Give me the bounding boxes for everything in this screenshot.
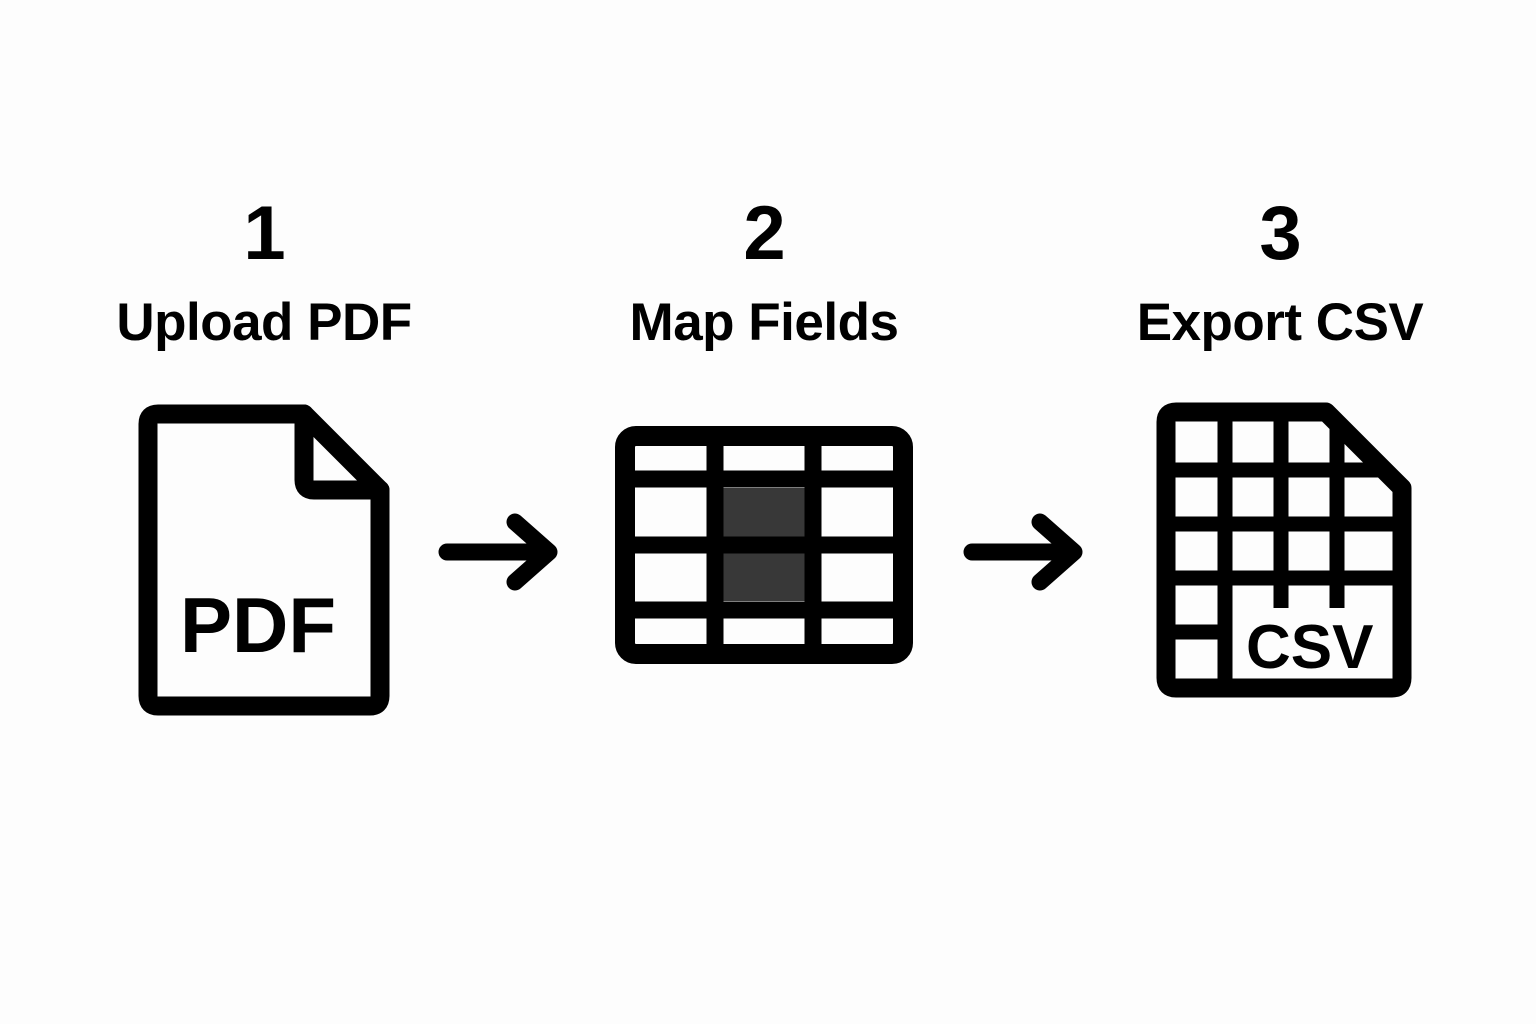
step-3-number: 3 <box>1259 191 1301 276</box>
grid-cell-highlight-r2c2 <box>722 488 806 540</box>
pdf-document-icon: PDF <box>94 400 434 730</box>
csv-grid-lines <box>1166 412 1402 688</box>
step-1-number: 1 <box>243 191 285 276</box>
step-3-export-csv: 3 Export CSV <box>1110 0 1450 760</box>
csv-icon-text: CSV <box>1246 613 1373 682</box>
arrow-2-icon <box>962 512 1092 597</box>
csv-spreadsheet-icon: CSV <box>1110 400 1450 730</box>
table-grid-icon <box>594 400 934 730</box>
pdf-corner-fold-icon <box>294 404 390 500</box>
step-2-number: 2 <box>743 191 785 276</box>
step-2-label: Map Fields <box>629 293 899 352</box>
step-3-label: Export CSV <box>1136 293 1424 352</box>
step-1-upload-pdf: 1 Upload PDF PDF <box>94 0 434 760</box>
step-1-label: Upload PDF <box>116 293 412 352</box>
csv-page-outline <box>1156 402 1412 698</box>
arrow-1-icon <box>437 512 567 597</box>
arrow-head <box>1031 513 1083 591</box>
grid-cell-highlight-r3c2 <box>722 549 806 601</box>
step-2-map-fields: 2 Map Fields <box>594 0 934 760</box>
arrow-head <box>506 513 558 591</box>
pdf-page-outline <box>138 404 390 716</box>
pdf-icon-text: PDF <box>180 581 336 669</box>
